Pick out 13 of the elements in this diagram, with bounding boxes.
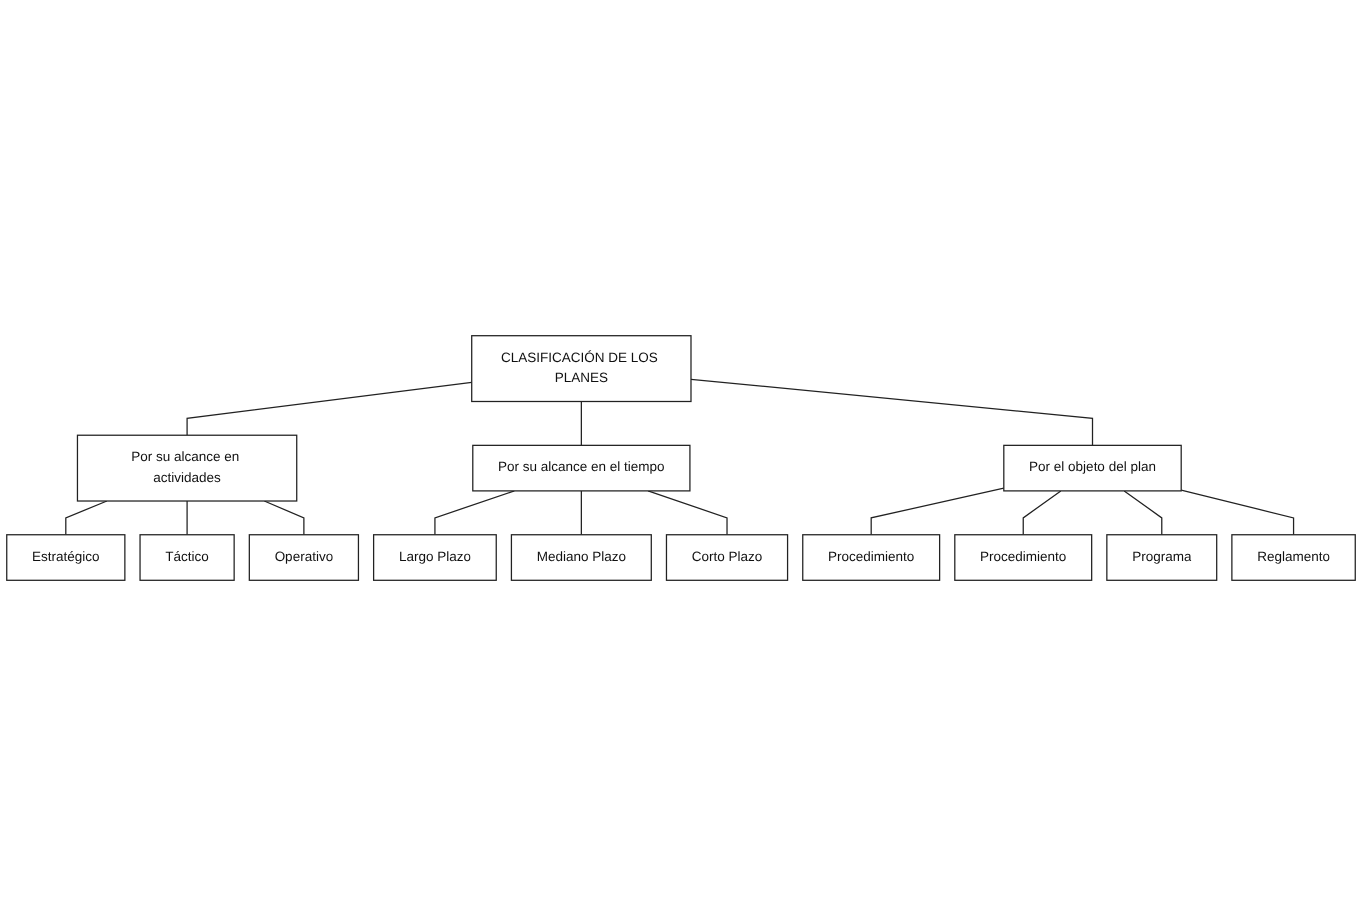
connector: [1022, 490, 1062, 536]
connector: [690, 378, 1094, 446]
connector: [1123, 490, 1163, 536]
connector: [870, 487, 1005, 536]
connector: [580, 400, 582, 446]
connector: [186, 381, 473, 436]
connector: [65, 500, 108, 536]
connector: [580, 490, 582, 536]
connector: [1180, 489, 1295, 536]
connector: [186, 500, 188, 536]
connector: [647, 490, 728, 536]
connector: [263, 500, 305, 536]
connector: [434, 490, 515, 536]
